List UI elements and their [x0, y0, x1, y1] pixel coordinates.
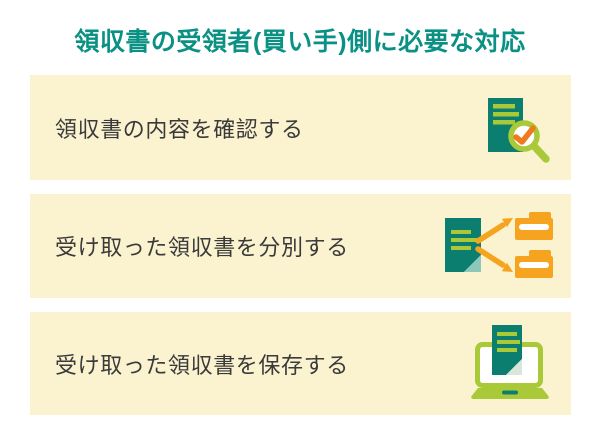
arrow-up-icon [475, 218, 513, 244]
step-label-save: 受け取った領収書を保存する [55, 352, 349, 378]
receipt-check-magnifier-icon [488, 98, 550, 163]
folder-top-icon [515, 212, 553, 240]
arrow-down-icon [475, 246, 513, 272]
step-row-check: 領収書の内容を確認する [30, 75, 571, 180]
document-icon [445, 218, 481, 272]
step-row-save: 受け取った領収書を保存する [30, 312, 571, 415]
magnifier-check-icon [508, 120, 550, 163]
folder-bottom-icon [515, 250, 553, 278]
step-row-sort: 受け取った領収書を分別する [30, 194, 571, 298]
page-title: 領収書の受領者(買い手)側に必要な対応 [74, 28, 526, 56]
step-label-check: 領収書の内容を確認する [55, 116, 304, 142]
receipt-save-laptop-icon [471, 325, 549, 399]
step-label-sort: 受け取った領収書を分別する [55, 235, 349, 260]
receipt-sort-folders-icon [445, 212, 553, 278]
document-icon [492, 325, 522, 375]
